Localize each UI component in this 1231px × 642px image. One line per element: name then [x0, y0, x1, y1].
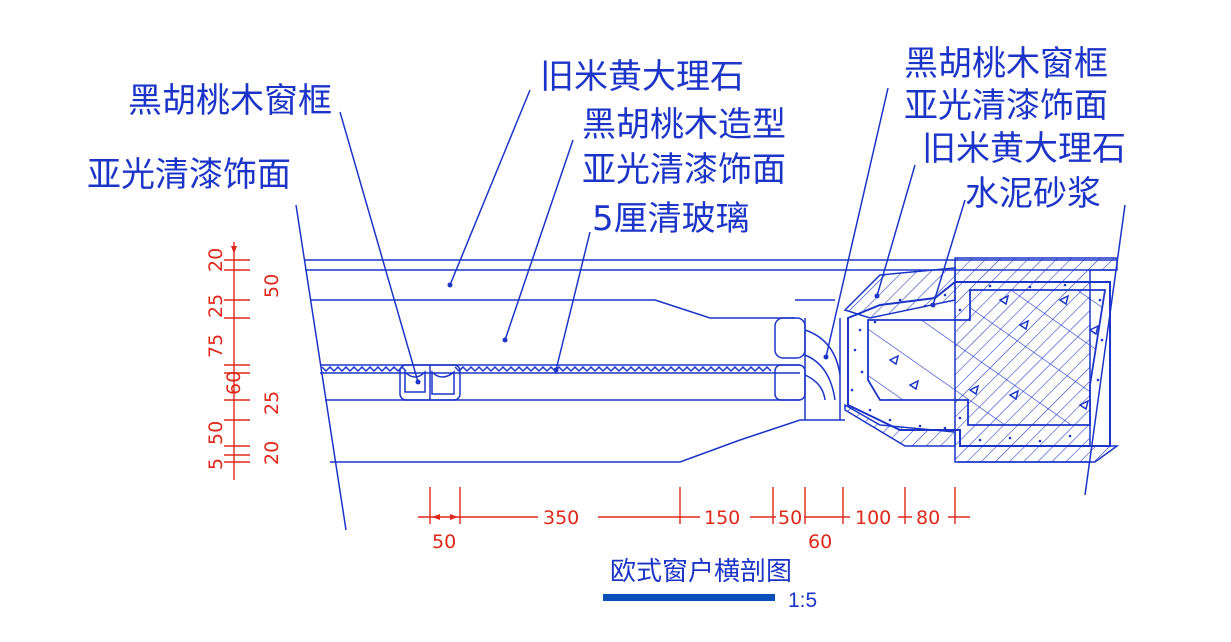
- scale-label: 1:5: [788, 589, 817, 612]
- label-right-frame-finish: 亚光清漆饰面: [904, 86, 1108, 126]
- dim-h-350: 350: [543, 507, 579, 529]
- dim-h-80: 80: [916, 507, 940, 529]
- dim-v-75: 75: [205, 334, 227, 358]
- dim-v-50-top: 50: [261, 274, 283, 298]
- label-walnut-shape: 黑胡桃木造型: [582, 105, 786, 145]
- drawing-title: 欧式窗户横剖图: [610, 557, 792, 587]
- dim-h-50-left: 50: [432, 531, 456, 553]
- label-right-frame-walnut: 黑胡桃木窗框: [904, 44, 1108, 84]
- leader-lines: [339, 87, 966, 385]
- label-left-frame-walnut: 黑胡桃木窗框: [128, 81, 332, 121]
- dim-v-25-top: 25: [205, 294, 227, 318]
- label-glass: 5厘清玻璃: [592, 199, 750, 239]
- right-frame-moulding: [774, 317, 841, 401]
- label-walnut-finish: 亚光清漆饰面: [582, 150, 786, 190]
- dim-v-25-bottom: 25: [261, 391, 283, 415]
- dim-v-5: 5: [205, 458, 227, 470]
- walnut-profile: [654, 299, 845, 463]
- dim-v-60: 60: [223, 371, 245, 395]
- dim-h-100: 100: [855, 507, 891, 529]
- left-frame-moulding: [399, 364, 461, 401]
- left-boundary-line: [295, 204, 347, 531]
- dim-h-50-mid: 50: [778, 507, 802, 529]
- dim-h-150: 150: [704, 507, 740, 529]
- vertical-dimension-chain: [224, 242, 250, 480]
- label-marble-top: 旧米黄大理石: [540, 57, 744, 97]
- label-mortar: 水泥砂浆: [965, 174, 1101, 214]
- dim-v-20-top: 20: [205, 248, 227, 272]
- dim-v-20-bottom: 20: [261, 441, 283, 465]
- dim-h-60: 60: [808, 531, 832, 553]
- scale-bar: [603, 594, 775, 601]
- right-boundary-line: [1084, 204, 1126, 496]
- mortar-section: [843, 257, 1120, 463]
- glass-pane: [454, 365, 772, 373]
- dim-v-50-bottom: 50: [205, 421, 227, 445]
- label-left-frame-finish: 亚光清漆饰面: [87, 155, 291, 195]
- label-right-marble: 旧米黄大理石: [922, 129, 1126, 169]
